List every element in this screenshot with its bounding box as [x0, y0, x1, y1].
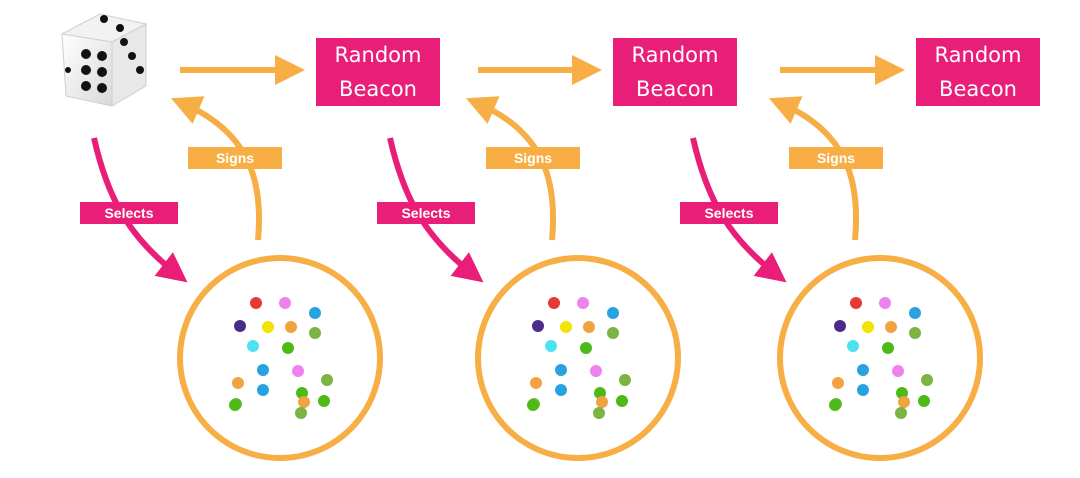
node-dot	[548, 297, 560, 309]
node-dot	[593, 407, 605, 419]
node-dot	[555, 364, 567, 376]
node-dot	[857, 384, 869, 396]
signs-arrow-3	[768, 96, 860, 241]
node-dot	[545, 340, 557, 352]
node-dot	[832, 377, 844, 389]
node-dot	[247, 340, 259, 352]
node-dot	[850, 297, 862, 309]
node-dot	[257, 384, 269, 396]
node-dot	[250, 297, 262, 309]
node-pool-2	[475, 255, 681, 461]
node-dot	[292, 365, 304, 377]
beacon-label-line2: Beacon	[636, 77, 714, 101]
node-dot	[530, 377, 542, 389]
signs-label-3: Signs	[789, 147, 883, 169]
selects-label-3: Selects	[680, 202, 778, 224]
selects-label-1: Selects	[80, 202, 178, 224]
node-dot	[309, 307, 321, 319]
node-dot	[298, 396, 310, 408]
node-dot	[596, 396, 608, 408]
signs-label-2: Signs	[486, 147, 580, 169]
node-dot	[607, 327, 619, 339]
node-dot	[282, 342, 294, 354]
node-pool-3	[777, 255, 983, 461]
random-beacon-box-2: Random Beacon	[613, 38, 737, 106]
node-dots	[229, 297, 933, 419]
signs-arrow-1	[170, 96, 262, 241]
node-dot	[295, 407, 307, 419]
node-dot	[607, 307, 619, 319]
node-dot	[285, 321, 297, 333]
node-dot	[318, 395, 330, 407]
node-dot	[590, 365, 602, 377]
node-dot	[321, 374, 333, 386]
beacon-label-line1: Random	[631, 43, 719, 67]
node-dot	[896, 387, 908, 399]
node-dot	[909, 307, 921, 319]
node-dot	[847, 340, 859, 352]
beacon-label-line1: Random	[934, 43, 1022, 67]
selects-label-2: Selects	[377, 202, 475, 224]
signs-arrow-2	[465, 96, 557, 241]
node-dot	[279, 297, 291, 309]
node-dot	[909, 327, 921, 339]
node-dot	[234, 320, 246, 332]
node-dot	[898, 396, 910, 408]
node-dot	[918, 395, 930, 407]
node-dot	[862, 321, 874, 333]
node-dot	[527, 399, 539, 411]
node-dot	[296, 387, 308, 399]
beacon-label-line2: Beacon	[939, 77, 1017, 101]
node-dot	[232, 377, 244, 389]
node-dot	[309, 327, 321, 339]
node-dot	[262, 321, 274, 333]
node-dot	[580, 342, 592, 354]
node-dot	[892, 365, 904, 377]
beacon-label-line1: Random	[334, 43, 422, 67]
random-beacon-box-3: Random Beacon	[916, 38, 1040, 106]
node-dot	[583, 321, 595, 333]
node-dot	[560, 321, 572, 333]
node-dot	[829, 399, 841, 411]
node-dot	[619, 374, 631, 386]
node-dot	[921, 374, 933, 386]
node-dot	[882, 342, 894, 354]
beacon-label-line2: Beacon	[339, 77, 417, 101]
node-dot	[895, 407, 907, 419]
node-dot	[577, 297, 589, 309]
node-dot	[257, 364, 269, 376]
node-dot	[532, 320, 544, 332]
signs-label-1: Signs	[188, 147, 282, 169]
node-dot	[879, 297, 891, 309]
node-dot	[229, 399, 241, 411]
node-dot	[885, 321, 897, 333]
node-dot	[594, 387, 606, 399]
node-dot	[857, 364, 869, 376]
node-dot	[555, 384, 567, 396]
node-dot	[616, 395, 628, 407]
node-dot	[834, 320, 846, 332]
random-beacon-box-1: Random Beacon	[316, 38, 440, 106]
node-pool-1	[177, 255, 383, 461]
dice-six-icon	[60, 13, 148, 107]
